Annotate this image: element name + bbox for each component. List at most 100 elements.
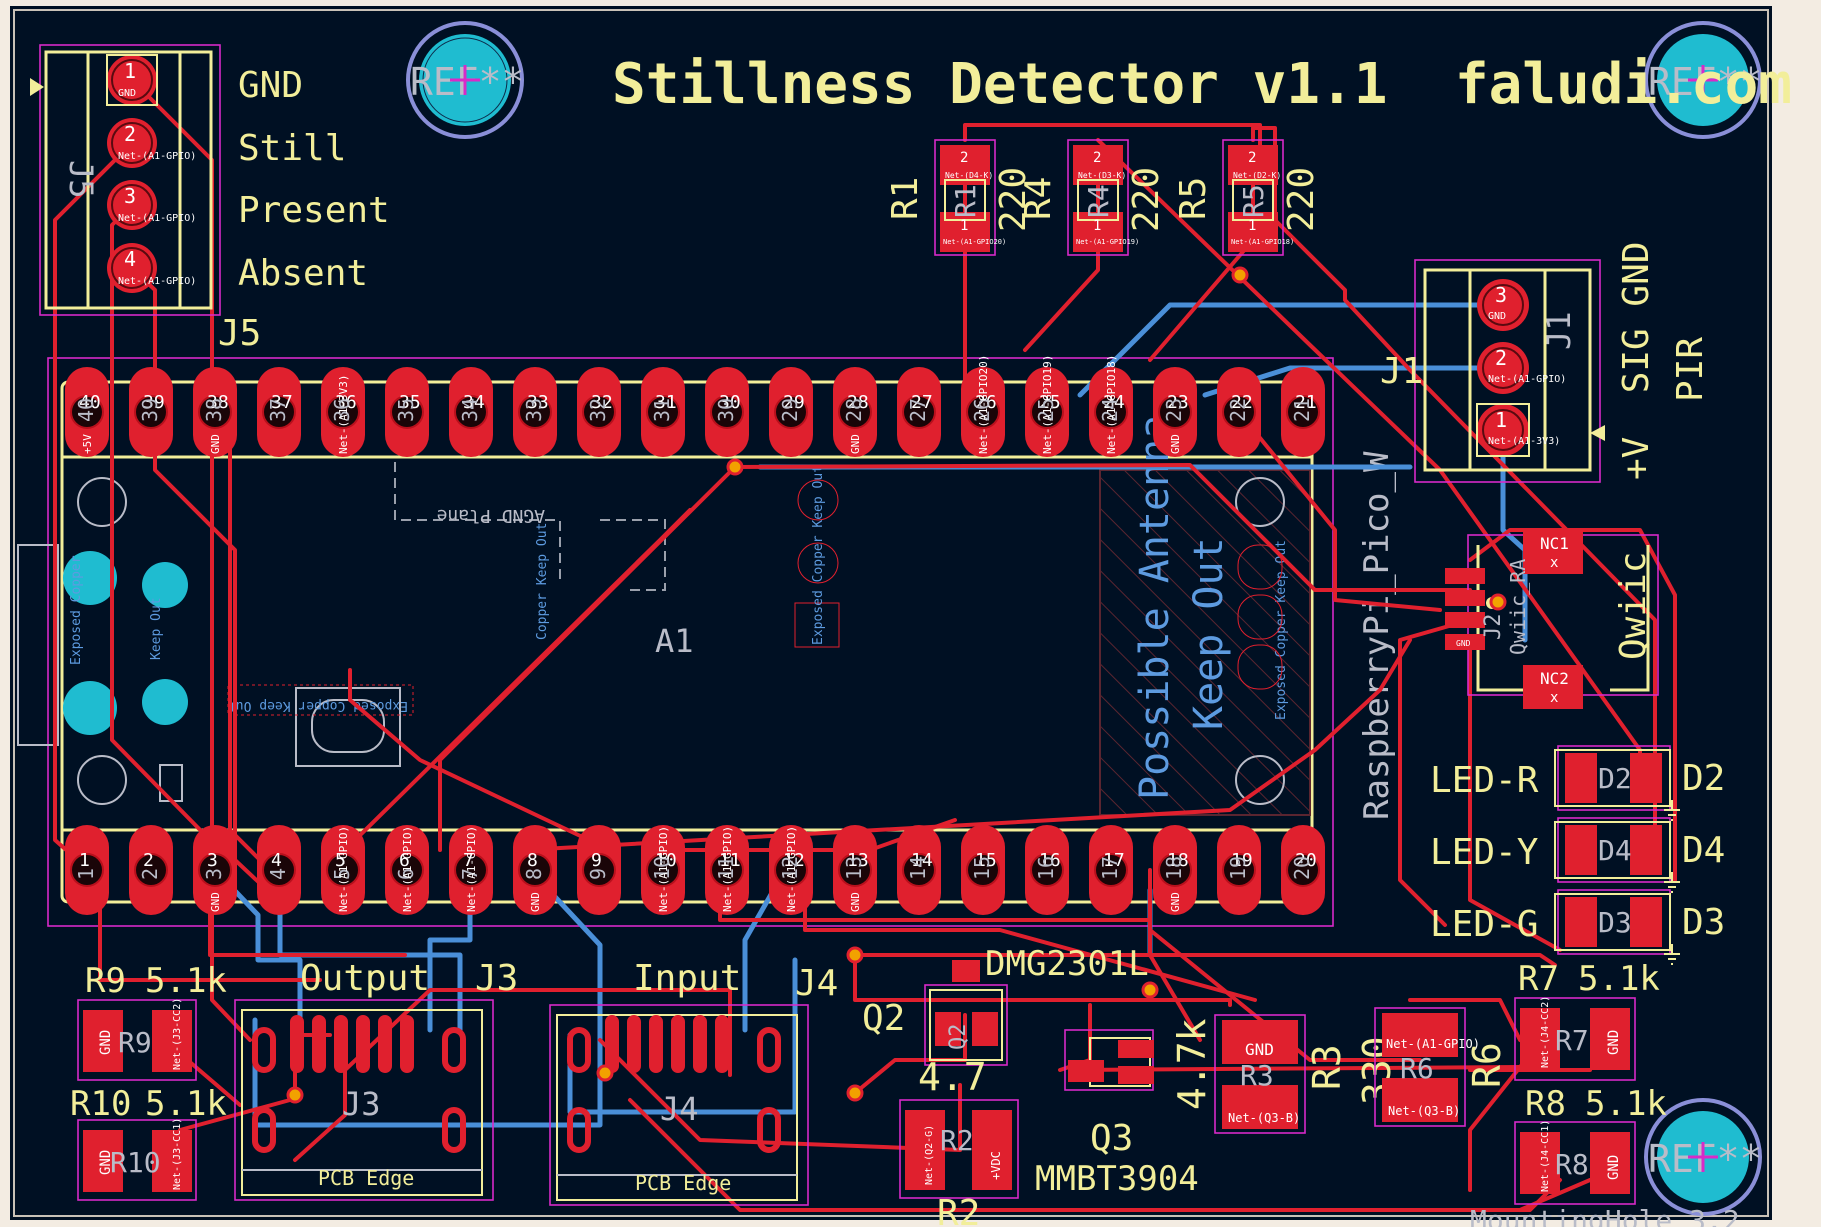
svg-text:22: 22: [1231, 392, 1253, 413]
svg-text:Net-(J3-CC2): Net-(J3-CC2): [172, 998, 183, 1070]
svg-text:20: 20: [1295, 850, 1317, 871]
svg-text:R2: R2: [940, 1124, 974, 1157]
svg-text:Net-(A1-GPIO18): Net-(A1-GPIO18): [1105, 355, 1118, 454]
exposed-copper-label: Exposed Copper: [69, 555, 84, 665]
resistor-r10: R10 5.1k GND Net-(J3-CC1) R10: [70, 1084, 227, 1201]
svg-text:25: 25: [1039, 392, 1061, 413]
svg-text:R4: R4: [1082, 184, 1115, 218]
svg-text:32: 32: [591, 392, 613, 413]
svg-text:Exposed Copper Keep Out: Exposed Copper Keep Out: [1274, 540, 1289, 720]
svg-text:NC2: NC2: [1540, 669, 1569, 688]
r2-value: 4.7: [918, 1055, 987, 1099]
svg-text:3: 3: [202, 868, 226, 880]
usb-shield-pad: [442, 1107, 466, 1153]
svg-text:Q2: Q2: [946, 1024, 971, 1051]
svg-text:Net-(A1-GPIO): Net-(A1-GPIO): [1386, 1037, 1480, 1051]
svg-text:GND: GND: [98, 1030, 114, 1055]
svg-text:Net-(A1-GPIO): Net-(A1-GPIO): [785, 826, 798, 912]
pico-bottom-pins: 112233GND4455Net-(A1-GPIO)66Net-(A1-GPIO…: [65, 825, 1325, 915]
j5-label-still: Still: [238, 128, 346, 169]
svg-text:GND: GND: [1456, 639, 1471, 648]
led-ref: D4: [1682, 830, 1725, 871]
svg-text:R8: R8: [1555, 1148, 1589, 1181]
svg-text:27: 27: [911, 392, 933, 413]
svg-text:16: 16: [1039, 850, 1061, 871]
svg-text:2: 2: [1495, 346, 1507, 370]
svg-text:Net-(J3-CC1): Net-(J3-CC1): [172, 1118, 183, 1190]
usb-pad: [627, 1015, 641, 1073]
svg-text:23: 23: [1162, 398, 1186, 422]
svg-text:36: 36: [335, 392, 357, 413]
svg-text:R9: R9: [118, 1026, 152, 1059]
svg-text:9: 9: [586, 868, 610, 880]
svg-text:34: 34: [463, 392, 485, 413]
svg-text:21: 21: [1295, 392, 1317, 413]
qwiic-ref: J2: [1481, 614, 1506, 641]
svg-text:34: 34: [458, 398, 482, 422]
svg-text:30: 30: [714, 398, 738, 422]
j5-connector: J5 J5 1GND2Net-(A1-GPIO)3Net-(A1-GPIO)4N…: [30, 44, 390, 354]
svg-text:Net-(A1-GPIO): Net-(A1-GPIO): [337, 826, 350, 912]
usb-pad: [312, 1015, 326, 1073]
svg-text:40: 40: [74, 398, 98, 422]
led-ref: D3: [1682, 902, 1725, 943]
svg-text:7: 7: [463, 850, 474, 871]
led-label: LED-G: [1430, 904, 1538, 945]
mounting-hole-ref: REF**: [1648, 60, 1762, 104]
j4-edge-label: PCB Edge: [635, 1171, 731, 1195]
svg-text:x: x: [1550, 690, 1558, 706]
svg-text:18: 18: [1162, 856, 1186, 880]
qwiic-connector: NC1 x NC2 x GND J2 Qwiic_RA Qwiic: [1445, 530, 1659, 709]
r9-ref: R9: [85, 961, 126, 1001]
svg-text:Net-(A1-GPIO19): Net-(A1-GPIO19): [1076, 238, 1139, 246]
j1-name: PIR: [1670, 337, 1711, 402]
svg-text:33: 33: [527, 392, 549, 413]
vias: [286, 266, 1507, 1104]
j5-label-gnd: GND: [238, 65, 303, 106]
q2-part: DMG2301L: [985, 944, 1149, 984]
svg-text:R7: R7: [1555, 1024, 1589, 1057]
led-label: LED-Y: [1430, 832, 1539, 873]
usb-shield-pad: [442, 1027, 466, 1073]
svg-text:32: 32: [586, 398, 610, 422]
svg-text:3: 3: [207, 850, 218, 871]
svg-text:27: 27: [906, 398, 930, 422]
svg-text:8: 8: [527, 850, 538, 871]
svg-text:11: 11: [719, 850, 741, 871]
svg-text:GND: GND: [529, 892, 542, 912]
svg-text:GND: GND: [849, 892, 862, 912]
svg-text:Exposed Copper Keep Out: Exposed Copper Keep Out: [811, 465, 826, 645]
usb-connector-j4: PCB Edge Input J4 J4: [549, 958, 838, 1206]
q3-part: MMBT3904: [1035, 1159, 1199, 1199]
svg-text:D2: D2: [1598, 762, 1632, 795]
svg-text:6: 6: [394, 868, 418, 880]
svg-text:19: 19: [1231, 850, 1253, 871]
svg-text:29: 29: [783, 392, 805, 413]
led-ref: D2: [1682, 758, 1725, 799]
svg-text:Net-(A1-GPIO): Net-(A1-GPIO): [657, 826, 670, 912]
mounting-hole-bottom-right: REF**: [1644, 1098, 1762, 1216]
svg-text:GND: GND: [1606, 1030, 1622, 1055]
svg-text:GND: GND: [1245, 1040, 1274, 1059]
svg-text:5: 5: [330, 868, 354, 880]
svg-text:4: 4: [271, 850, 282, 871]
